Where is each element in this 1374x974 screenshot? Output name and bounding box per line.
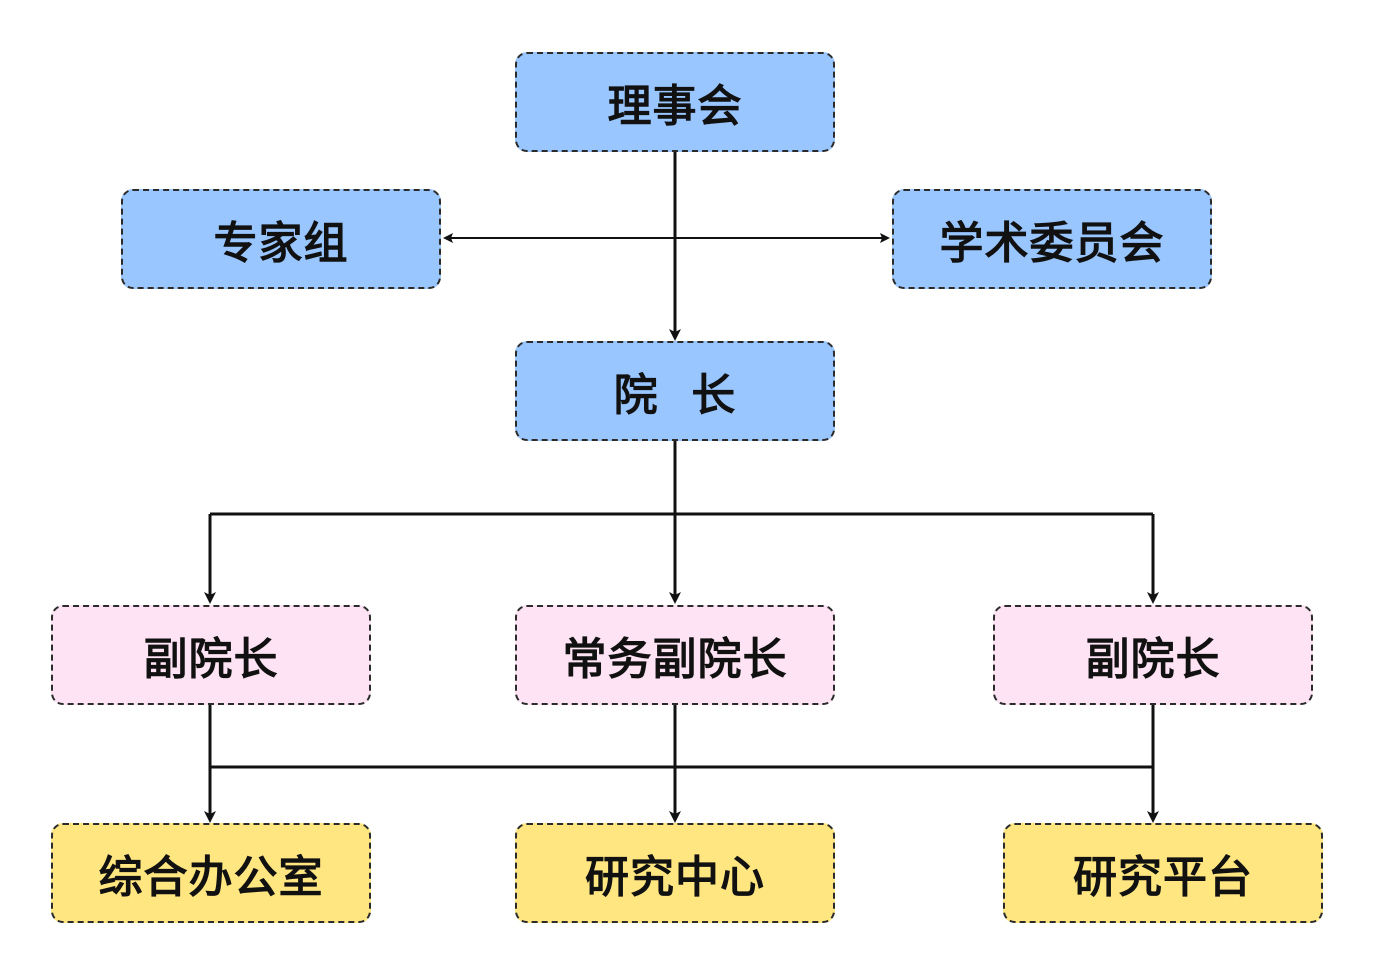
president-node: 院 长: [515, 341, 835, 441]
research-platform-label: 研究平台: [1073, 852, 1253, 903]
president-label: 院 长: [613, 370, 737, 421]
research-platform-node: 研究平台: [1003, 823, 1323, 923]
research-center-label: 研究中心: [585, 852, 765, 903]
executive-vice-president-label: 常务副院长: [562, 634, 788, 685]
vice-president-right-node: 副院长: [993, 605, 1313, 705]
vice-president-left-node: 副院长: [51, 605, 371, 705]
board-node: 理事会: [515, 52, 835, 152]
vice-president-left-label: 副院长: [143, 634, 279, 685]
board-label: 理事会: [607, 81, 743, 132]
general-office-node: 综合办公室: [51, 823, 371, 923]
expert-group-label: 专家组: [213, 218, 349, 269]
vice-president-right-label: 副院长: [1085, 634, 1221, 685]
academic-committee-label: 学术委员会: [939, 218, 1165, 269]
expert-group-node: 专家组: [121, 189, 441, 289]
research-center-node: 研究中心: [515, 823, 835, 923]
executive-vice-president-node: 常务副院长: [515, 605, 835, 705]
academic-committee-node: 学术委员会: [892, 189, 1212, 289]
general-office-label: 综合办公室: [98, 852, 324, 903]
